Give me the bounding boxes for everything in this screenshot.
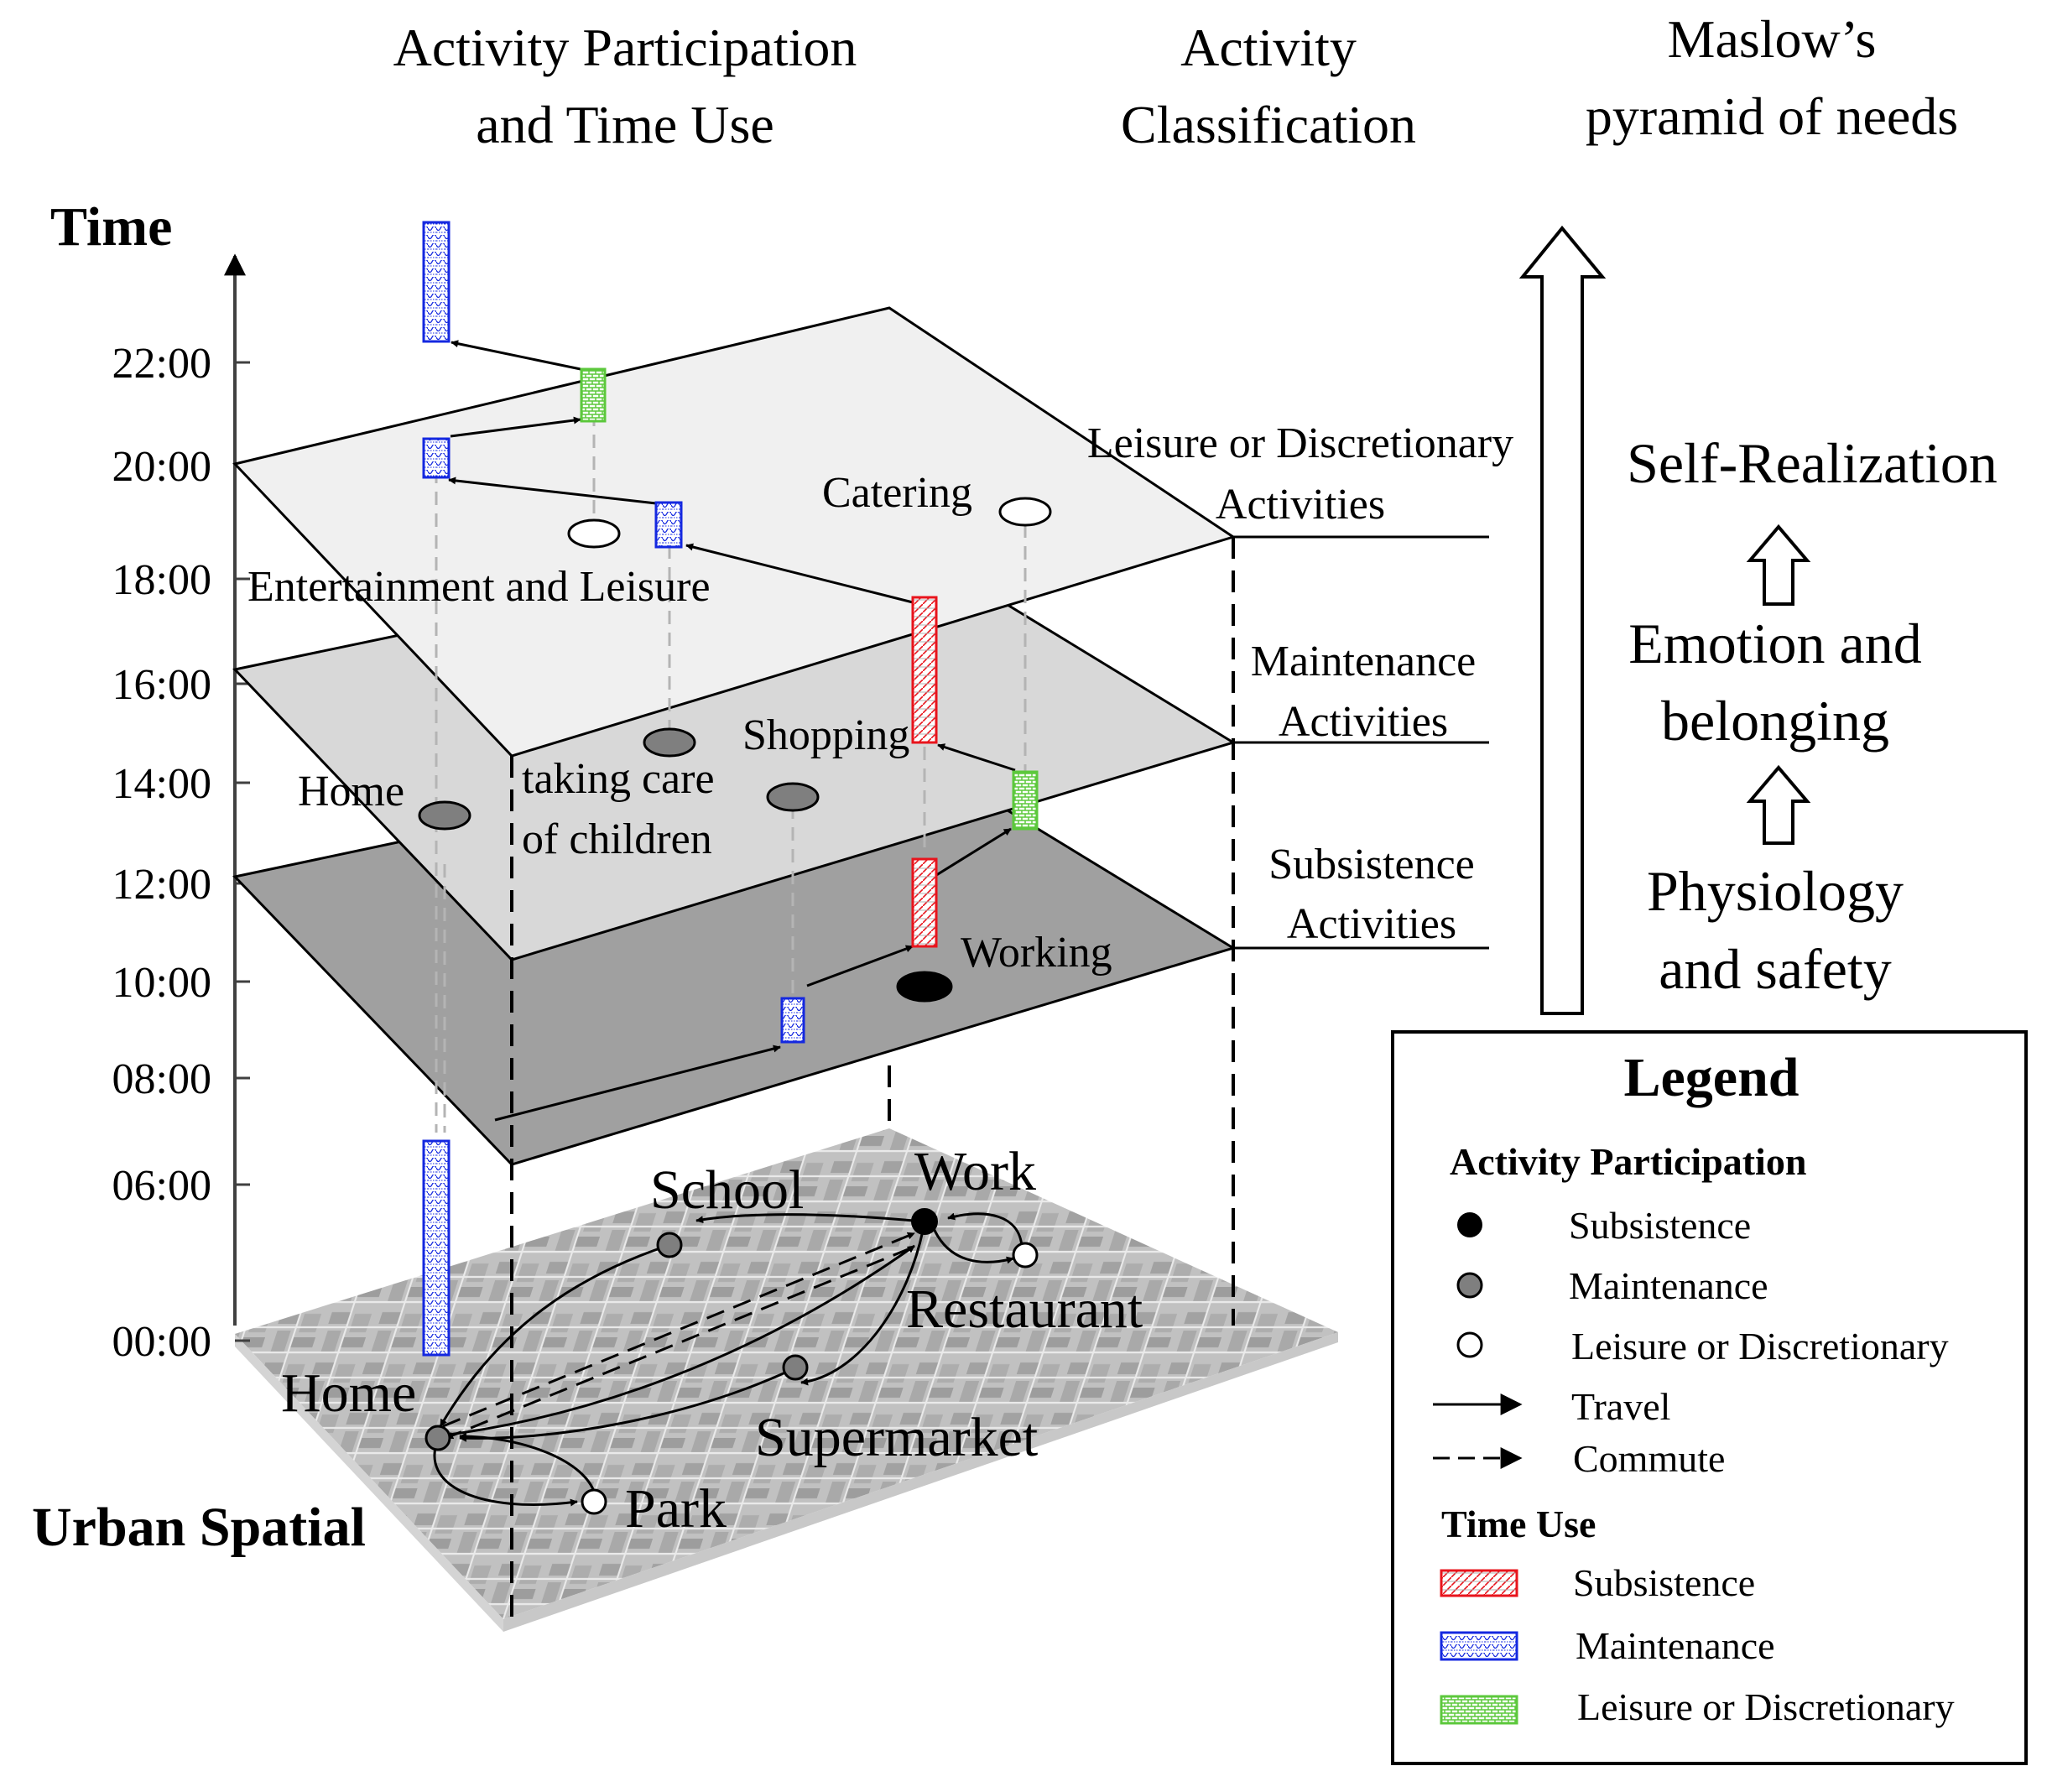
dot-entertainment (567, 518, 621, 549)
urban-spatial-label: Urban Spatial (32, 1497, 366, 1558)
label-shopping: Shopping (742, 711, 909, 759)
maslow-emotion-line2: belonging (1661, 689, 1889, 753)
header-maslow-line1: Maslow’s (1668, 9, 1877, 69)
map-dot-home (425, 1425, 451, 1451)
time-axis-label: Time (50, 196, 172, 258)
classification-leader-lines (1233, 535, 1489, 950)
maslow-self-realization: Self-Realization (1627, 431, 1998, 495)
legend-participation-commute: Commute (1573, 1437, 1725, 1480)
legend-box (1391, 1030, 2028, 1765)
map-dot-school (656, 1232, 683, 1258)
time-axis-tick-label: 12:00 (112, 861, 211, 909)
time-axis-tick-label: 10:00 (112, 959, 211, 1007)
map-label-supermarket: Supermarket (755, 1407, 1038, 1468)
maslow-emotion-line1: Emotion and (1628, 612, 1921, 675)
bar-subsistence-afternoon (911, 596, 938, 744)
projection-lines (435, 413, 1027, 1133)
time-axis-tick-label: 00:00 (112, 1318, 211, 1366)
dot-working (896, 971, 953, 1003)
map-label-school: School (650, 1159, 804, 1221)
time-axis: Time 22:00 20:00 18:00 16:00 14:00 12:00 10:00… (50, 196, 250, 1366)
bar-maintenance-travel (654, 501, 683, 549)
header-activity-participation-line1: Activity Participation (393, 18, 857, 77)
map-place-dots (425, 1208, 1039, 1515)
legend-leisure-swatch (1440, 1695, 1518, 1725)
time-axis-tick-label: 20:00 (112, 443, 211, 491)
time-axis-tick-label: 14:00 (112, 760, 211, 808)
time-path-arrows (448, 340, 1016, 1122)
time-axis-tick-label: 06:00 (112, 1162, 211, 1210)
header-activity-classification-line2: Classification (1121, 95, 1416, 154)
map-routes (433, 1212, 1024, 1507)
time-axis-tick-label: 22:00 (112, 340, 211, 388)
label-taking-care-line1: taking care (522, 755, 715, 803)
header-activity-classification-line1: Activity (1180, 18, 1357, 77)
legend-participation-travel: Travel (1571, 1385, 1670, 1428)
legend-time-use-header: Time Use (1441, 1503, 1596, 1545)
time-use-bars (422, 221, 1039, 1357)
dot-shopping (766, 782, 820, 812)
label-home-activity: Home (298, 768, 404, 815)
header-activity-participation-line2: and Time Use (476, 95, 774, 154)
layer-label-subsistence-line1: Subsistence (1268, 841, 1475, 888)
legend: Legend Activity Participation Subsistenc… (1391, 1030, 2028, 1765)
legend-time-leisure: Leisure or Discretionary (1577, 1685, 1955, 1728)
maslow-arrow-lower (1746, 764, 1811, 845)
map-dot-supermarket (782, 1354, 809, 1381)
layer-label-leisure-line1: Leisure or Discretionary (1087, 419, 1513, 467)
map-label-work: Work (914, 1141, 1036, 1202)
bar-leisure-evening (580, 367, 607, 423)
map-label-restaurant: Restaurant (906, 1279, 1143, 1340)
time-axis-tick-label: 16:00 (112, 661, 211, 709)
map-dot-work (911, 1208, 938, 1235)
maslow-physiology-line1: Physiology (1647, 859, 1904, 923)
time-axis-tick-label: 18:00 (112, 556, 211, 604)
legend-maintenance-dot (1456, 1272, 1483, 1299)
header-maslow-line2: pyramid of needs (1586, 86, 1958, 146)
bar-leisure-lunch (1012, 770, 1039, 831)
time-axis-tick-label: 08:00 (112, 1055, 211, 1103)
legend-participation-header: Activity Participation (1450, 1140, 1806, 1183)
label-taking-care-line2: of children (522, 815, 712, 863)
dot-home (418, 800, 471, 831)
map-label-park: Park (625, 1478, 727, 1539)
layer-label-maintenance-line1: Maintenance (1251, 638, 1477, 685)
legend-participation-leisure: Leisure or Discretionary (1571, 1325, 1949, 1367)
maslow-arrow-upper (1746, 524, 1811, 606)
legend-maintenance-swatch (1440, 1631, 1518, 1661)
maslow-physiology-line2: and safety (1659, 937, 1892, 1001)
legend-subsistence-swatch (1440, 1569, 1518, 1597)
maslow-big-arrow (1518, 225, 1607, 1015)
legend-time-subsistence: Subsistence (1573, 1561, 1755, 1604)
map-dot-park (581, 1488, 607, 1515)
frame-dashed-lines (510, 537, 1235, 1623)
label-catering: Catering (822, 469, 972, 517)
layer-label-subsistence-line2: Activities (1287, 900, 1456, 948)
bar-maintenance-night (422, 221, 451, 343)
label-entertainment: Entertainment and Leisure (247, 563, 711, 611)
map-dot-restaurant (1012, 1242, 1039, 1268)
legend-participation-maintenance: Maintenance (1569, 1264, 1768, 1307)
dot-taking-care (643, 727, 696, 758)
bar-maintenance-home-evening (422, 437, 451, 479)
legend-participation-subsistence: Subsistence (1569, 1204, 1751, 1247)
dot-catering (998, 497, 1052, 527)
map-label-home: Home (281, 1362, 416, 1424)
layer-label-maintenance-line2: Activities (1279, 698, 1448, 746)
legend-time-maintenance: Maintenance (1576, 1624, 1775, 1667)
legend-leisure-dot (1456, 1331, 1483, 1358)
legend-title: Legend (1623, 1047, 1799, 1108)
layer-label-leisure-line2: Activities (1216, 481, 1385, 529)
label-working: Working (961, 929, 1112, 977)
bar-maintenance-sleep (422, 1139, 451, 1357)
bar-maintenance-commute (780, 997, 805, 1044)
bar-subsistence-morning (911, 857, 938, 948)
activity-dots (418, 497, 1052, 1003)
legend-subsistence-dot (1457, 1212, 1482, 1237)
